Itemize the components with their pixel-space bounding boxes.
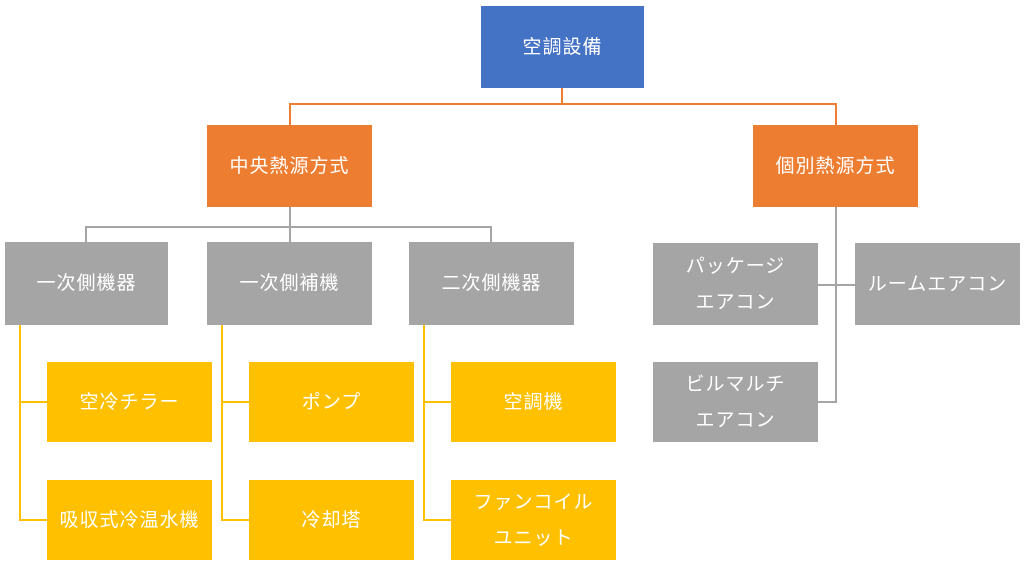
node-group3-label: 二次側機器	[441, 272, 542, 295]
leaf-label: 空冷チラー	[79, 390, 180, 413]
leaf-label: 空調機	[503, 390, 564, 413]
node-leaf-fan-coil-unit: ファンコイル ユニット	[451, 480, 616, 560]
node-individual-label: 個別熱源方式	[775, 154, 896, 177]
connector-group2-leaves	[221, 325, 249, 521]
leaf-label: ポンプ	[301, 390, 362, 413]
connector-group3-leaves	[423, 325, 451, 521]
leaf-label: 吸収式冷温水機	[59, 508, 200, 531]
node-central-label: 中央熱源方式	[229, 154, 350, 177]
node-package-aircon: パッケージ エアコン	[653, 243, 818, 325]
item-label-line1: パッケージ	[685, 254, 786, 277]
leaf-label: 冷却塔	[301, 508, 362, 531]
item-label: ルームエアコン	[867, 272, 1008, 295]
node-group-secondary-equipment: 二次側機器	[409, 242, 574, 325]
node-leaf-cooling-tower: 冷却塔	[249, 480, 414, 560]
node-room-aircon: ルームエアコン	[855, 243, 1020, 325]
node-root: 空調設備	[481, 6, 644, 88]
leaf-label-line2: ユニット	[493, 527, 574, 549]
item-label-line2: エアコン	[695, 409, 776, 431]
item-label-line1: ビルマルチ	[685, 372, 786, 395]
node-root-label: 空調設備	[522, 35, 603, 58]
item-label-line2: エアコン	[695, 291, 776, 313]
node-leaf-air-cooled-chiller: 空冷チラー	[47, 362, 212, 442]
node-individual: 個別熱源方式	[753, 125, 918, 207]
leaf-label-line1: ファンコイル	[473, 490, 594, 513]
node-group-primary-equipment: 一次側機器	[5, 242, 168, 325]
connector-root-to-level1	[289, 88, 563, 125]
connector-root-to-individual	[562, 103, 837, 125]
node-leaf-pump: ポンプ	[249, 362, 414, 442]
connector-central-to-group3	[290, 226, 492, 242]
connector-group1-leaves	[19, 325, 47, 521]
connector-central-to-groups	[85, 207, 291, 242]
node-group-primary-auxiliary: 一次側補機	[207, 242, 372, 325]
connector-individual-trunk	[818, 207, 837, 403]
node-central: 中央熱源方式	[207, 125, 372, 207]
node-leaf-absorption-chiller: 吸収式冷温水機	[47, 480, 212, 560]
node-building-multi-aircon: ビルマルチ エアコン	[653, 362, 818, 442]
node-leaf-air-handler: 空調機	[451, 362, 616, 442]
node-group2-label: 一次側補機	[239, 272, 340, 295]
node-group1-label: 一次側機器	[36, 272, 137, 295]
